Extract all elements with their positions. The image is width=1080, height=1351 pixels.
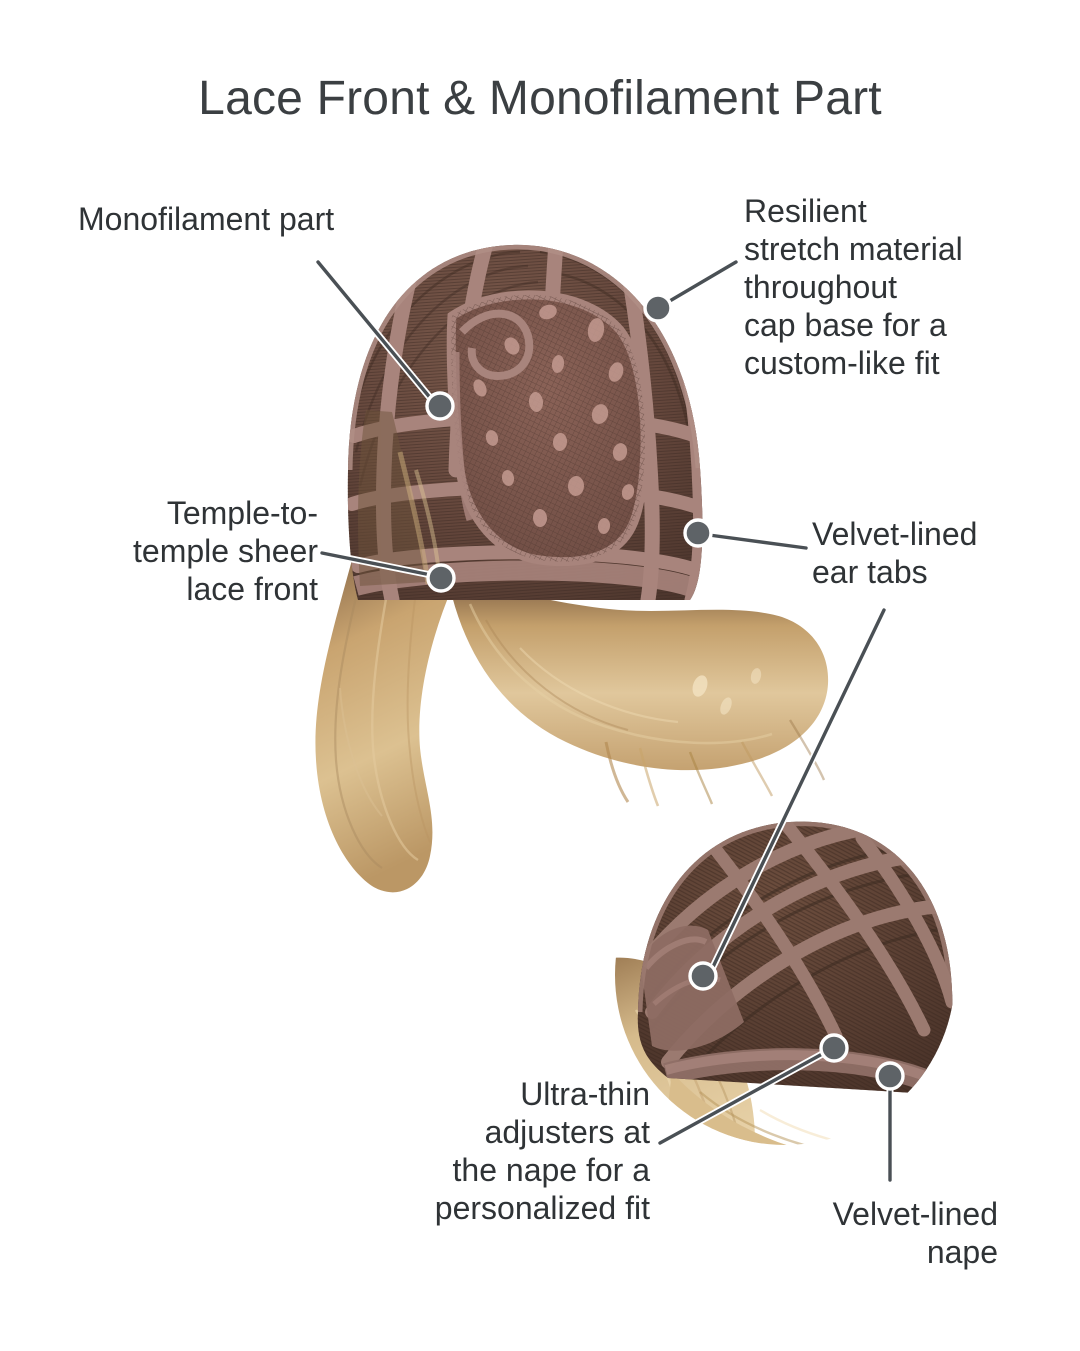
callout-label-resilient-stretch: Resilient stretch material throughout ca… <box>744 193 963 381</box>
hair-right-section <box>452 578 829 807</box>
hair-left-section <box>315 560 452 893</box>
callout-label-ultra-thin-adjusters: Ultra-thin adjusters at the nape for a p… <box>434 1076 650 1226</box>
callout-label-velvet-lined-nape: Velvet-lined nape <box>832 1196 998 1270</box>
monofilament-part-panel <box>446 290 650 567</box>
callout-label-temple-to-temple-lace: Temple-to- temple sheer lace front <box>133 495 318 607</box>
wig-cap-base <box>347 244 703 600</box>
callout-label-monofilament-part: Monofilament part <box>78 201 335 237</box>
nape-closeup-inset <box>615 805 955 1145</box>
callout-label-velvet-lined-ear-tabs: Velvet-lined ear tabs <box>812 516 978 590</box>
page-title: Lace Front & Monofilament Part <box>198 72 882 125</box>
